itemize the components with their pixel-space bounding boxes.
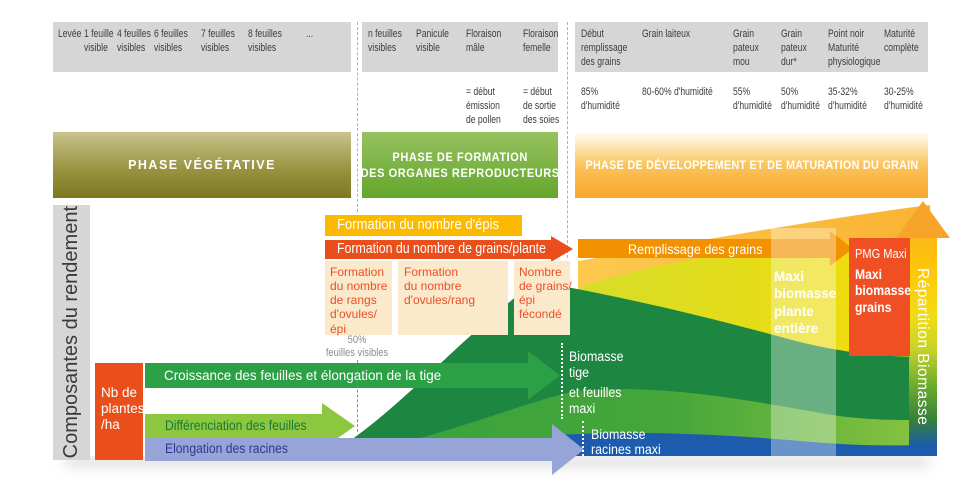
phase-title: PHASE DE FORMATION DES ORGANES REPRODUCT… bbox=[360, 149, 560, 180]
rows-ovules-label: Formation du nombre de rangs d'ovules/ é… bbox=[330, 265, 388, 336]
stage-label: 8 feuilles visibles bbox=[248, 28, 282, 54]
repartition-arrow-head bbox=[896, 201, 950, 238]
grains-fertilized-label: Nombre de grains/ épi fécondé bbox=[519, 265, 572, 322]
formation-grains-box bbox=[325, 240, 551, 259]
humidity-label: 80-60% d'humidité bbox=[642, 86, 713, 98]
phase-bar-vegetative: PHASE VÉGÉTATIVE bbox=[53, 132, 351, 198]
phase-bar-grain: PHASE DE DÉVELOPPEMENT ET DE MATURATION … bbox=[575, 132, 928, 198]
separator-dashed-1 bbox=[357, 22, 358, 212]
stem-max-label-1: Biomasse tige bbox=[569, 349, 624, 380]
repartition-label: Répartition Biomasse bbox=[914, 268, 931, 426]
repartition-arrow-shaft bbox=[909, 232, 937, 456]
stage-note: = début de sortie des soies bbox=[523, 86, 560, 126]
pmg-max-label: PMG Maxi bbox=[855, 246, 907, 261]
root-elong-arrow-head bbox=[552, 424, 584, 475]
filling-arrow-shaft bbox=[578, 239, 830, 258]
filling-label: Remplissage des grains bbox=[628, 241, 763, 257]
axis-label-bar: Composantes du rendement bbox=[53, 205, 90, 460]
fifty-percent-label: 50% feuilles visibles bbox=[325, 334, 389, 359]
fifty-percent-dashed-line bbox=[357, 360, 358, 432]
leaf-growth-label: Croissance des feuilles et élongation de… bbox=[164, 367, 442, 383]
stage-label: 1 feuille visible bbox=[84, 28, 114, 54]
root-elong-label: Elongation des racines bbox=[165, 441, 288, 456]
stage-label: 6 feuilles visibles bbox=[154, 28, 188, 54]
stage-note: = début émission de pollen bbox=[466, 86, 501, 126]
leaf-diff-arrow-shaft bbox=[145, 414, 322, 438]
leaf-diff-arrow-head bbox=[322, 403, 355, 449]
ovules-per-row-label: Formation du nombre d'ovules/rang bbox=[404, 265, 476, 308]
stage-band-reproductive bbox=[362, 22, 558, 72]
stage-label: Point noir Maturité physiologique bbox=[828, 28, 881, 68]
stage-band-vegetative bbox=[53, 22, 351, 72]
grains-fertilized-box bbox=[514, 261, 570, 335]
stage-label: Grain pateux mou bbox=[733, 28, 759, 68]
axis-label: Composantes du rendement bbox=[60, 206, 82, 459]
stage-label: Maturité complète bbox=[884, 28, 919, 54]
plant-max-label: Maxi biomasse plante entière bbox=[774, 269, 837, 336]
humidity-label: 35-32% d'humidité bbox=[828, 86, 867, 112]
leaf-growth-arrow-shaft bbox=[145, 363, 528, 388]
stage-label: n feuilles visibles bbox=[368, 28, 402, 54]
root-max-dotted-line bbox=[582, 421, 584, 456]
phase-title: PHASE DE DÉVELOPPEMENT ET DE MATURATION … bbox=[585, 158, 919, 172]
stage-label: Floraison mâle bbox=[466, 28, 502, 54]
phase-bar-reproductive: PHASE DE FORMATION DES ORGANES REPRODUCT… bbox=[360, 132, 560, 198]
stage-label: Panicule visible bbox=[416, 28, 449, 54]
stage-label: 7 feuilles visibles bbox=[201, 28, 235, 54]
stage-label: 4 feuilles visibles bbox=[117, 28, 151, 54]
leaf-growth-arrow-head bbox=[528, 351, 560, 400]
formation-epis-box bbox=[325, 215, 522, 236]
stage-label: Début remplissage des grains bbox=[581, 28, 628, 68]
phase-title: PHASE VÉGÉTATIVE bbox=[128, 158, 276, 172]
grain-max-label: Maxi biomasse grains bbox=[855, 267, 912, 315]
separator-dashed-2 bbox=[567, 22, 568, 258]
humidity-label: 50% d'humidité bbox=[781, 86, 820, 112]
root-max-label: Biomasse racines maxi bbox=[591, 427, 661, 458]
grain-max-box bbox=[849, 238, 910, 356]
humidity-label: 55% d'humidité bbox=[733, 86, 772, 112]
stage-label: Grain laiteux bbox=[642, 28, 691, 40]
area-blue-roots bbox=[556, 432, 935, 456]
plants-per-ha-label: Nb de plantes /ha bbox=[101, 385, 145, 432]
maxi-plant-band bbox=[771, 228, 836, 456]
plants-per-ha-box bbox=[95, 363, 143, 460]
stage-label: Floraison femelle bbox=[523, 28, 559, 54]
stage-label: Grain pateux dur* bbox=[781, 28, 807, 68]
stage-label: Levée bbox=[58, 28, 82, 40]
filling-arrow-head bbox=[830, 231, 853, 266]
root-elong-arrow-shaft bbox=[145, 438, 552, 461]
leaf-diff-label: Différenciation des feuilles bbox=[165, 418, 307, 433]
stem-max-dotted-line bbox=[561, 343, 563, 419]
humidity-label: 30-25% d'humidité bbox=[884, 86, 923, 112]
stage-band-grain bbox=[575, 22, 928, 72]
ovules-per-row-box bbox=[398, 261, 508, 335]
rows-ovules-box bbox=[325, 261, 392, 335]
stage-label: ... bbox=[306, 28, 314, 40]
formation-grains-arrow-head bbox=[551, 236, 573, 262]
stem-max-label-2: et feuilles maxi bbox=[569, 385, 622, 416]
humidity-label: 85% d'humidité bbox=[581, 86, 620, 112]
formation-grains-label: Formation du nombre de grains/plante bbox=[337, 241, 546, 257]
formation-epis-label: Formation du nombre d'épis bbox=[337, 217, 500, 233]
